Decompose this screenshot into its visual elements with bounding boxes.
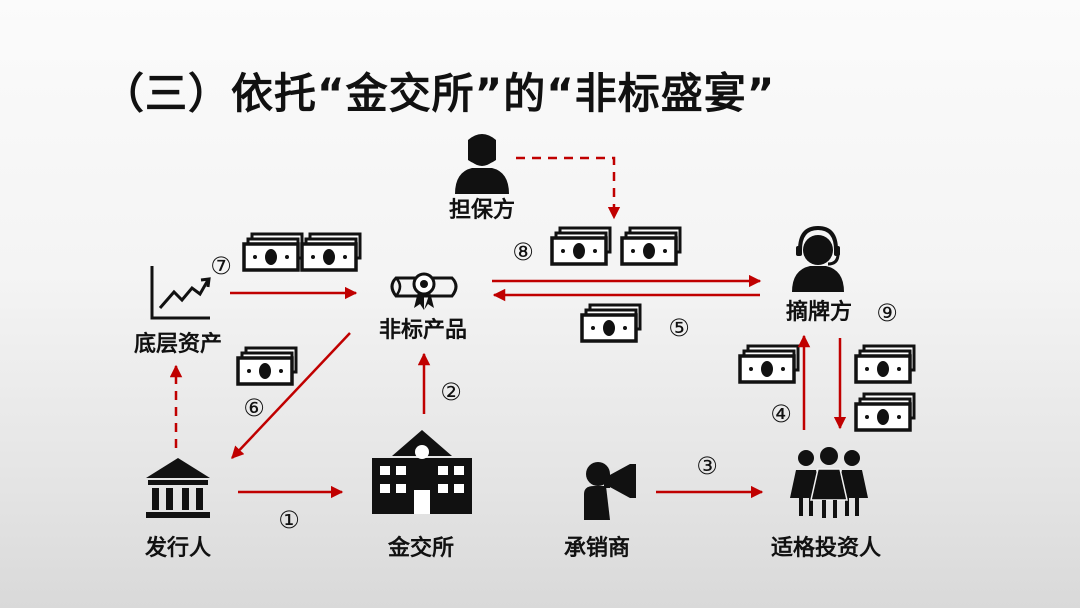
step-5: ⑤ (668, 314, 690, 342)
cash-icon (580, 303, 642, 343)
school-building-icon (372, 430, 472, 514)
product-to-issuer-arrow (231, 332, 351, 459)
cash-icon (738, 344, 800, 384)
label-exchange: 金交所 (387, 536, 455, 561)
headset-person-icon (792, 225, 844, 292)
step-4: ④ (770, 400, 792, 428)
growth-chart-icon (150, 266, 211, 320)
cash-icon (854, 392, 916, 432)
step-9: ⑨ (876, 299, 898, 327)
bank-icon (146, 458, 210, 518)
step-2: ② (440, 378, 462, 406)
label-underwriter: 承销商 (563, 536, 631, 561)
label-underlying-assets: 底层资产 (133, 332, 223, 357)
page-title: （三）依托“金交所”的“非标盛宴” (102, 69, 776, 118)
step-1: ① (278, 506, 300, 534)
label-qualified-investors: 适格投资人 (770, 536, 882, 561)
label-non-standard-product: 非标产品 (378, 318, 468, 343)
group-women-icon (790, 447, 868, 518)
cash-icon (550, 226, 612, 266)
cash-icon (242, 232, 304, 272)
cash-icon (300, 232, 362, 272)
label-guarantor: 担保方 (448, 198, 516, 223)
step-3: ③ (696, 452, 718, 480)
cash-icon (620, 226, 682, 266)
megaphone-person-icon (584, 462, 636, 520)
step-6: ⑥ (243, 394, 265, 422)
cash-icon (236, 346, 298, 386)
label-issuer: 发行人 (144, 536, 212, 561)
guarantee-arrow (516, 156, 621, 220)
certificate-icon (390, 272, 458, 310)
step-7: ⑦ (210, 252, 232, 280)
label-lister: 摘牌方 (785, 300, 853, 325)
person-icon (455, 134, 509, 194)
step-8: ⑧ (512, 238, 534, 266)
cash-icon (854, 344, 916, 384)
